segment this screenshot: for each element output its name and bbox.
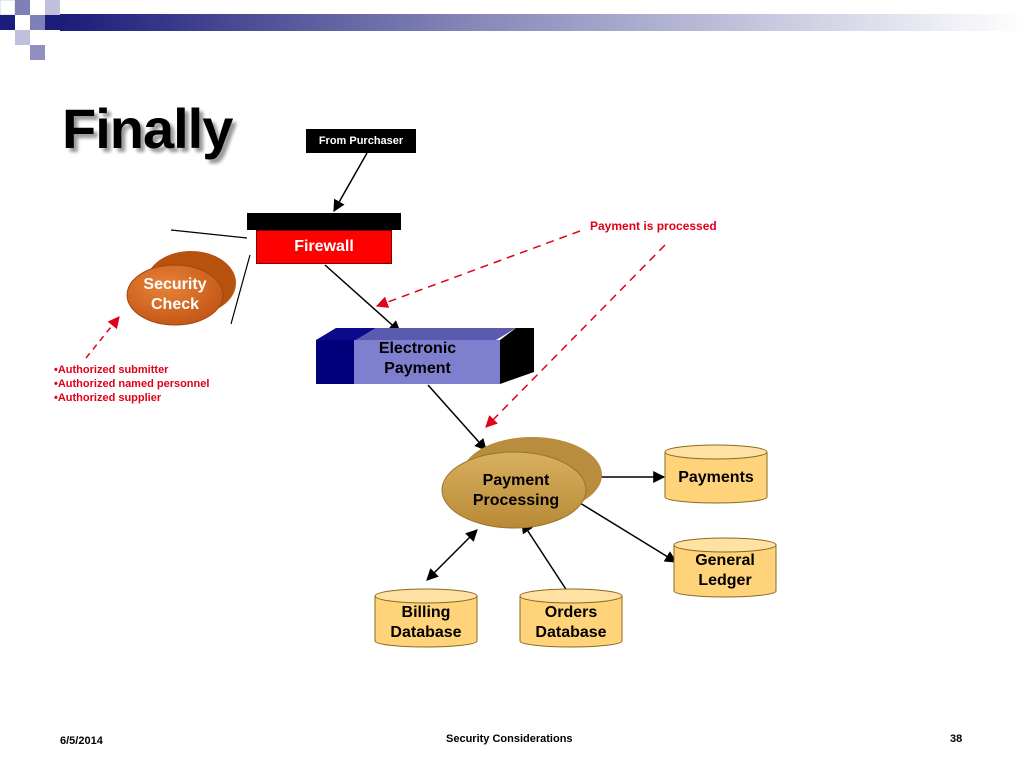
general-ledger-database xyxy=(673,537,777,598)
footer-center-text: Security Considerations xyxy=(446,733,573,745)
arrow-purchaser-to-firewall xyxy=(333,152,368,213)
orders-line-1: Orders xyxy=(544,604,598,621)
dashed-arrow-to-firewall-path xyxy=(375,230,581,308)
payment-processing-line-2: Processing xyxy=(472,492,560,509)
payment-processed-annotation: Payment is processed xyxy=(590,219,717,233)
header-decoration xyxy=(0,0,1024,60)
payment-processing-label: Payment Processing xyxy=(456,471,576,511)
authorization-item: •Authorized supplier xyxy=(54,392,162,404)
billing-line-1: Billing xyxy=(401,604,451,621)
billing-database-label: Billing Database xyxy=(375,603,477,643)
electronic-payment-label: Electronic Payment xyxy=(355,339,480,379)
billing-database xyxy=(374,588,478,648)
orders-database-label: Orders Database xyxy=(520,603,622,643)
authorization-list: •Authorized submitter •Authorized named … xyxy=(54,363,209,405)
arrow-orders-to-processing xyxy=(521,520,572,598)
payment-processing-line-1: Payment xyxy=(482,472,550,489)
line-firewall-to-security-top xyxy=(170,229,248,239)
security-check-line-1: Security xyxy=(143,276,207,293)
firewall-top-bar xyxy=(247,213,401,230)
arrow-firewall-to-electronic-payment xyxy=(324,264,401,333)
orders-database xyxy=(519,588,623,648)
arrow-electronic-payment-to-processing xyxy=(427,384,487,451)
security-check-node xyxy=(126,251,236,326)
general-ledger-label: General Ledger xyxy=(674,551,776,591)
electronic-payment-node xyxy=(316,328,534,384)
authorization-item: •Authorized submitter xyxy=(54,364,169,376)
security-check-label: Security Check xyxy=(130,275,220,315)
payment-processing-node xyxy=(441,437,602,529)
arrow-processing-billing-bidirectional xyxy=(426,529,478,581)
payments-database-label: Payments xyxy=(665,468,767,488)
electronic-payment-line-2: Payment xyxy=(384,360,451,377)
footer-date: 6/5/2014 xyxy=(60,735,103,747)
orders-line-2: Database xyxy=(535,624,607,641)
general-ledger-line-2: Ledger xyxy=(698,572,752,589)
slide-title: Finally xyxy=(62,97,233,160)
general-ledger-line-1: General xyxy=(695,552,755,569)
firewall-box: Firewall xyxy=(256,230,392,264)
security-check-line-2: Check xyxy=(150,296,200,313)
electronic-payment-line-1: Electronic xyxy=(378,340,457,357)
payments-line-1: Payments xyxy=(678,469,754,486)
dashed-arrow-to-security-check xyxy=(85,316,120,359)
footer-page-number: 38 xyxy=(950,733,963,745)
line-firewall-to-security-bottom xyxy=(230,254,251,325)
from-purchaser-box: From Purchaser xyxy=(306,129,416,153)
dashed-arrow-to-processing xyxy=(485,244,666,428)
payments-database xyxy=(664,444,768,504)
arrow-processing-to-general-ledger xyxy=(579,502,678,563)
billing-line-2: Database xyxy=(390,624,462,641)
authorization-item: •Authorized named personnel xyxy=(54,378,210,390)
